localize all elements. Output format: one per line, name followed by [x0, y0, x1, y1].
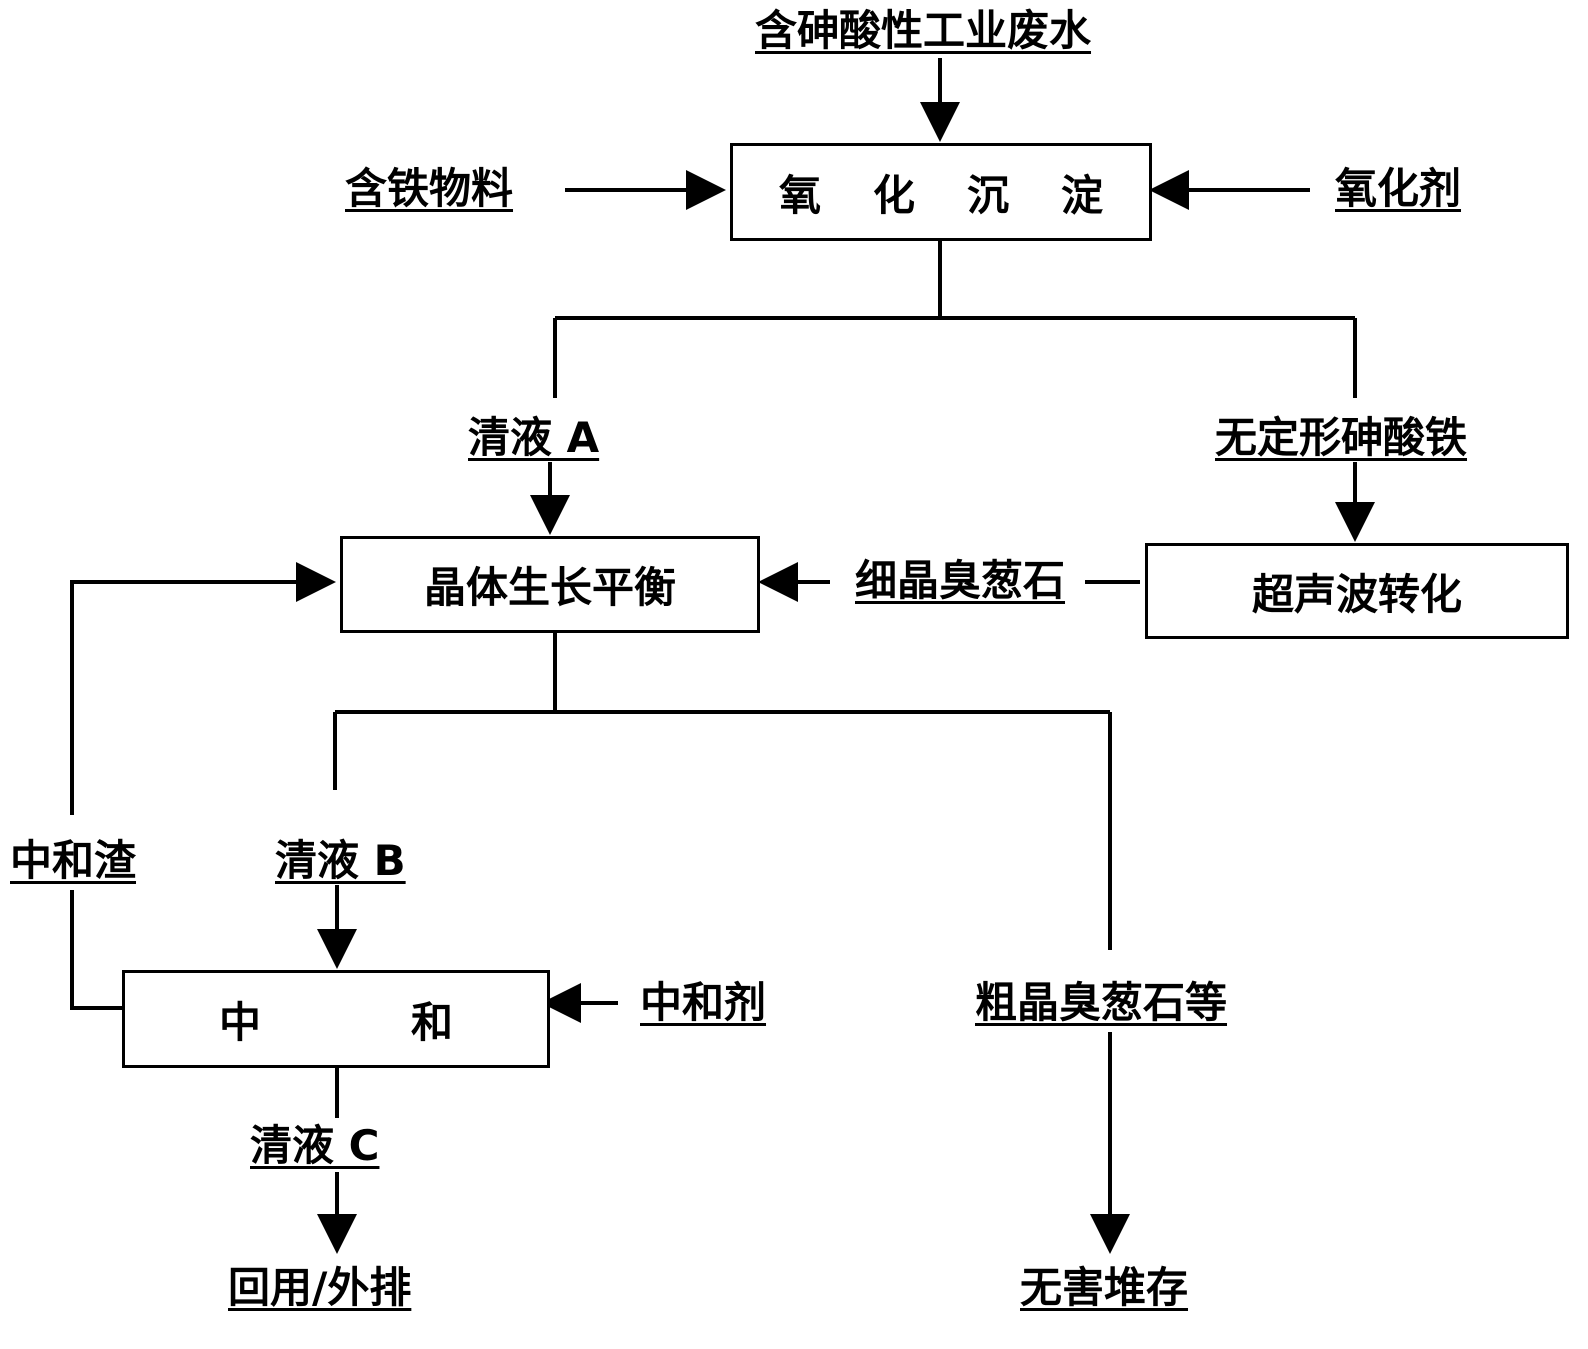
crystal-growth-equilibrium-box: 晶体生长平衡 — [340, 536, 760, 633]
fine-scorodite-label: 细晶臭葱石 — [855, 556, 1066, 605]
neutralizer-label: 中和剂 — [640, 978, 767, 1027]
harmless-storage-label: 无害堆存 — [1020, 1263, 1189, 1312]
neutral-char-1: 中 — [218, 997, 261, 1047]
oxidation-char-2: 化 — [872, 170, 915, 220]
iron-material-label: 含铁物料 — [345, 164, 514, 213]
oxidation-char-3: 沉 — [967, 170, 1010, 220]
clear-liquid-b-label: 清液 B — [275, 836, 406, 885]
oxidation-char-4: 淀 — [1061, 170, 1104, 220]
oxidant-label: 氧化剂 — [1335, 164, 1462, 213]
ultrasonic-label: 超声波转化 — [1251, 569, 1462, 619]
clear-liquid-c-label: 清液 C — [250, 1121, 380, 1170]
oxidation-precipitation-box: 氧 化 沉 淀 — [730, 143, 1152, 241]
reuse-discharge-label: 回用/外排 — [228, 1263, 412, 1312]
neutralization-box: 中 和 — [122, 970, 550, 1068]
wastewater-label: 含砷酸性工业废水 — [755, 6, 1092, 55]
connector-residue-loop — [70, 562, 336, 815]
connector-neutral-to-residue — [70, 890, 122, 1010]
clear-liquid-a-label: 清液 A — [468, 413, 600, 462]
ultrasonic-conversion-box: 超声波转化 — [1145, 543, 1569, 639]
neutral-char-2: 和 — [411, 997, 454, 1047]
oxidation-char-1: 氧 — [778, 170, 821, 220]
amorphous-ferric-arsenate-label: 无定形砷酸铁 — [1215, 413, 1468, 462]
neutralization-residue-label: 中和渣 — [10, 836, 137, 885]
crystal-growth-label: 晶体生长平衡 — [423, 563, 676, 612]
coarse-scorodite-label: 粗晶臭葱石等 — [975, 978, 1228, 1027]
